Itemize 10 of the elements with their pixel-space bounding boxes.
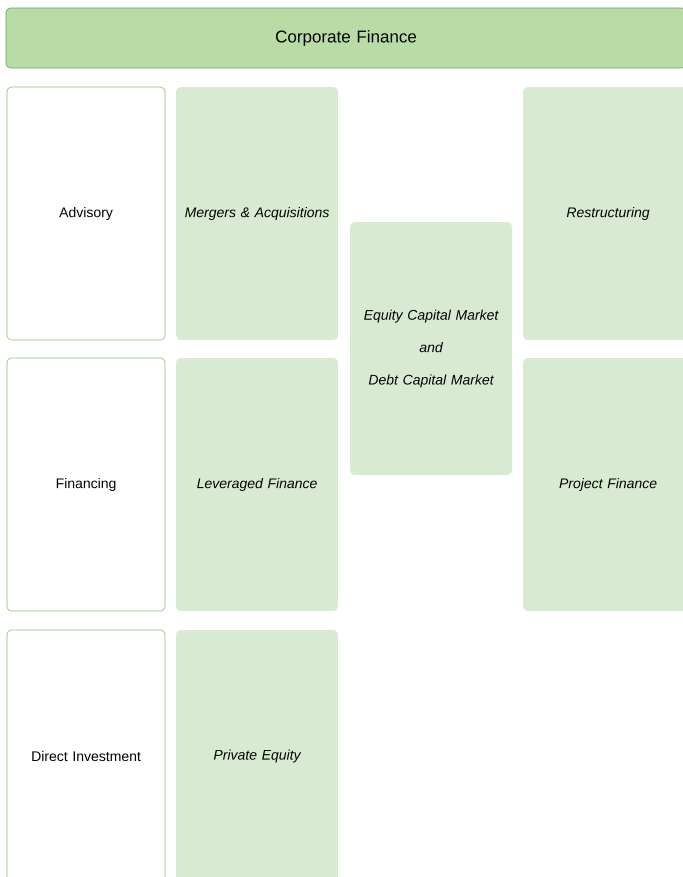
category-box: Advisory (6, 86, 166, 340)
service-box: Private Equity (176, 630, 338, 877)
category-box: Financing (6, 358, 166, 612)
service-box: Mergers & Acquisitions (176, 87, 338, 340)
service-box: Leveraged Finance (176, 358, 338, 611)
service-box: Restructuring (523, 87, 683, 340)
service-box: Project Finance (523, 358, 683, 611)
category-box: Direct Investment (6, 630, 166, 877)
service-box: Equity Capital Market and Debt Capital Market (350, 222, 512, 475)
title-bar: Corporate Finance (6, 8, 683, 68)
